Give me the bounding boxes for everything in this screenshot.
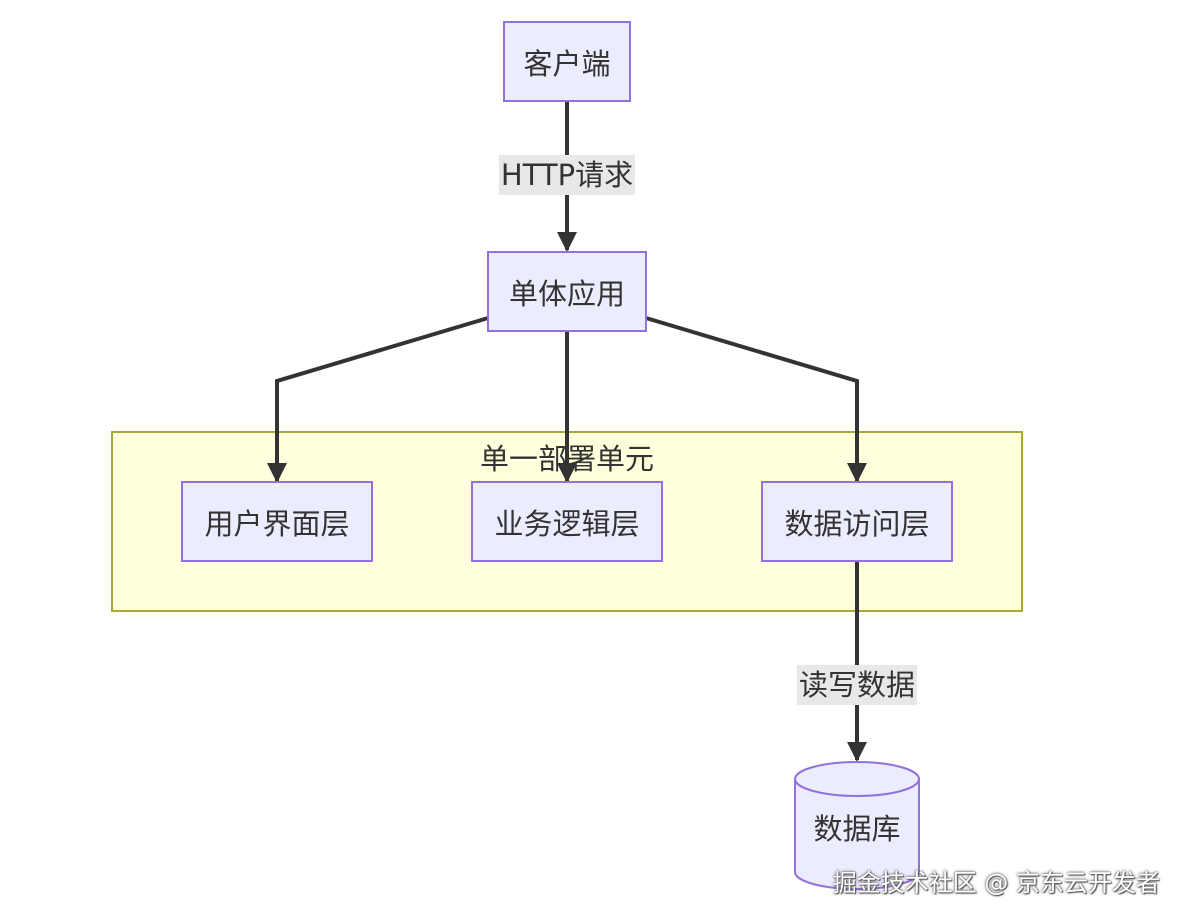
edge-monolith-to-data-access-layer: [645, 316, 867, 483]
database-label: 数据库: [813, 812, 901, 846]
business-logic-layer-node: 业务逻辑层: [471, 481, 663, 562]
watermark-text: 掘金技术社区 @ 京东云开发者: [832, 869, 1160, 897]
monolith-node: 单体应用: [487, 251, 647, 332]
edge-label-http-request: HTTP请求: [498, 155, 636, 195]
edge-monolith-to-ui-layer: [267, 316, 489, 483]
data-access-layer-node: 数据访问层: [761, 481, 953, 562]
edge-label-read-write-data: 读写数据: [796, 665, 918, 705]
ui-layer-node: 用户界面层: [181, 481, 373, 562]
client-node: 客户端: [503, 21, 631, 102]
database-cylinder: [794, 761, 920, 890]
